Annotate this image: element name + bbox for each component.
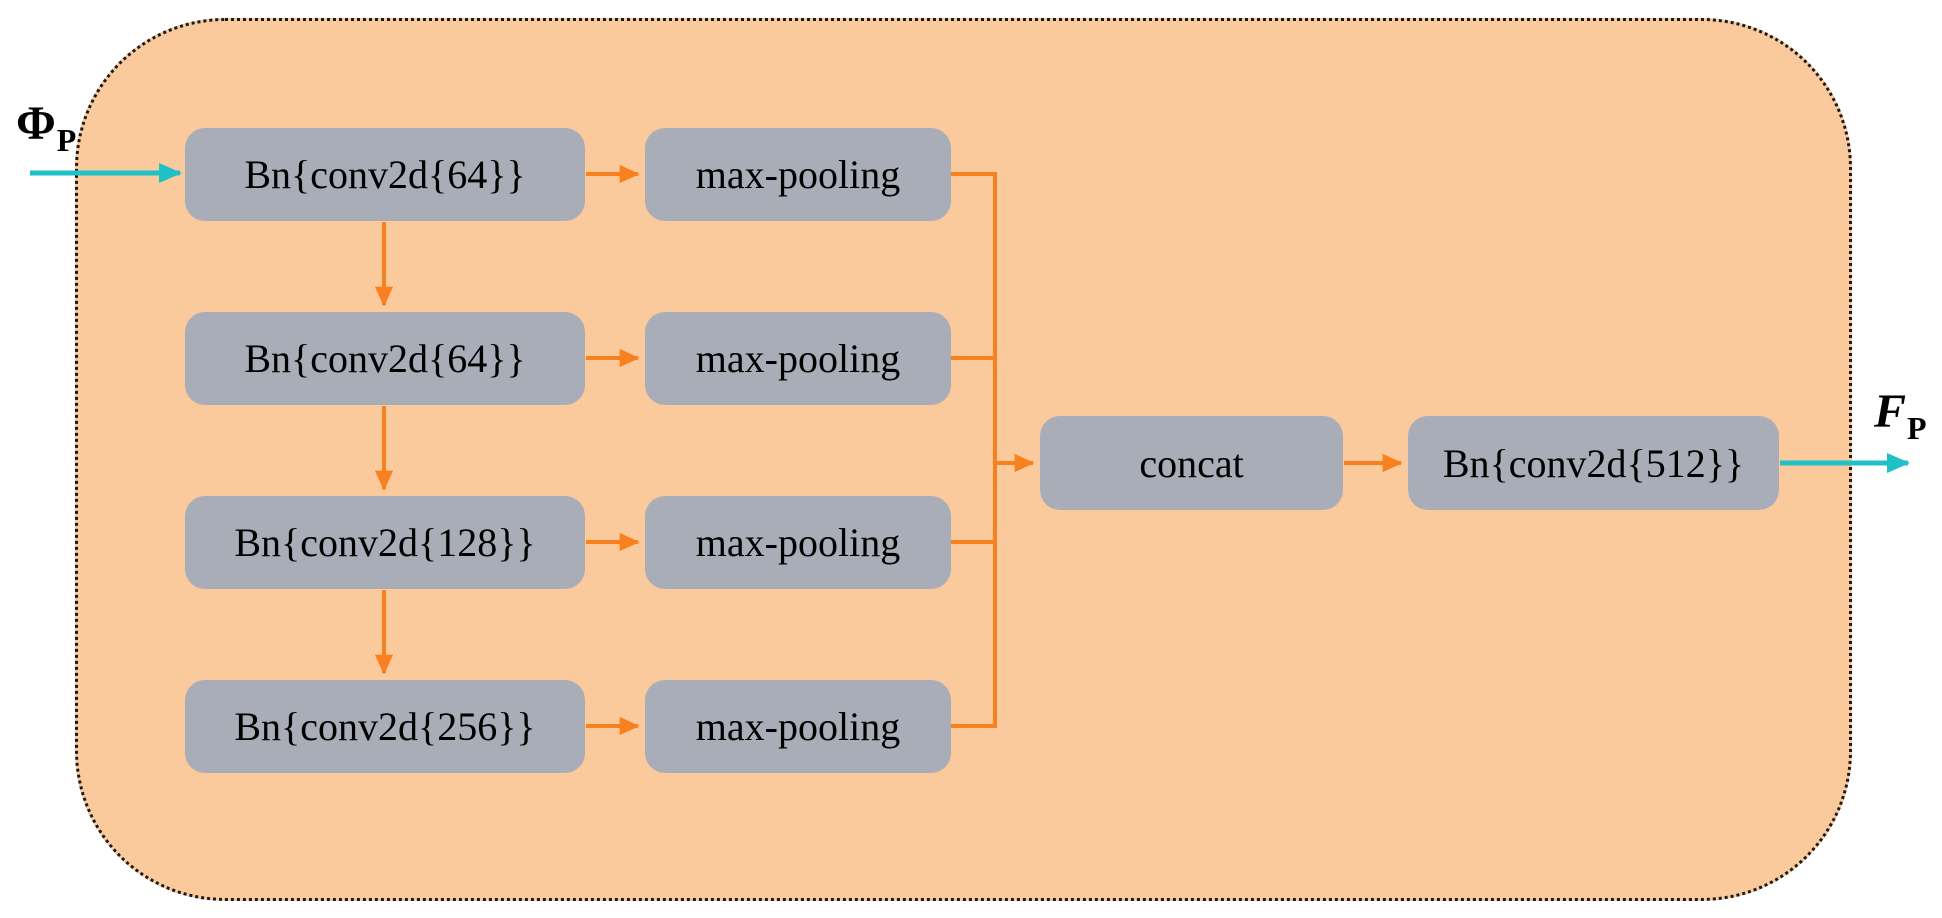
node-label: max-pooling — [695, 152, 901, 197]
input-label: ΦP — [16, 96, 76, 158]
node-max-pooling-4: max-pooling — [645, 680, 951, 773]
node-label: Bn{conv2d{128}} — [234, 520, 536, 565]
node-max-pooling-2: max-pooling — [645, 312, 951, 405]
node-bn-conv2d-64-a: Bn{conv2d{64}} — [185, 128, 585, 221]
node-label: Bn{conv2d{512}} — [1442, 440, 1745, 486]
node-label: Bn{conv2d{256}} — [234, 704, 536, 749]
node-bn-conv2d-256: Bn{conv2d{256}} — [185, 680, 585, 773]
node-concat: concat — [1040, 416, 1343, 510]
edge-pooling-bus — [951, 172, 997, 728]
node-label: max-pooling — [695, 704, 901, 749]
node-label: Bn{conv2d{64}} — [244, 336, 526, 381]
node-label: max-pooling — [695, 336, 901, 381]
node-max-pooling-1: max-pooling — [645, 128, 951, 221]
node-label: Bn{conv2d{64}} — [244, 152, 526, 197]
node-bn-conv2d-512: Bn{conv2d{512}} — [1408, 416, 1779, 510]
input-label-subscript: P — [56, 122, 77, 158]
input-label-base: Φ — [16, 97, 56, 150]
node-max-pooling-3: max-pooling — [645, 496, 951, 589]
node-bn-conv2d-64-b: Bn{conv2d{64}} — [185, 312, 585, 405]
output-label-subscript: P — [1907, 410, 1927, 446]
output-label: FP — [1874, 384, 1927, 446]
node-label: concat — [1139, 440, 1244, 486]
node-label: max-pooling — [695, 520, 901, 565]
node-bn-conv2d-128: Bn{conv2d{128}} — [185, 496, 585, 589]
output-label-base: F — [1874, 385, 1907, 438]
